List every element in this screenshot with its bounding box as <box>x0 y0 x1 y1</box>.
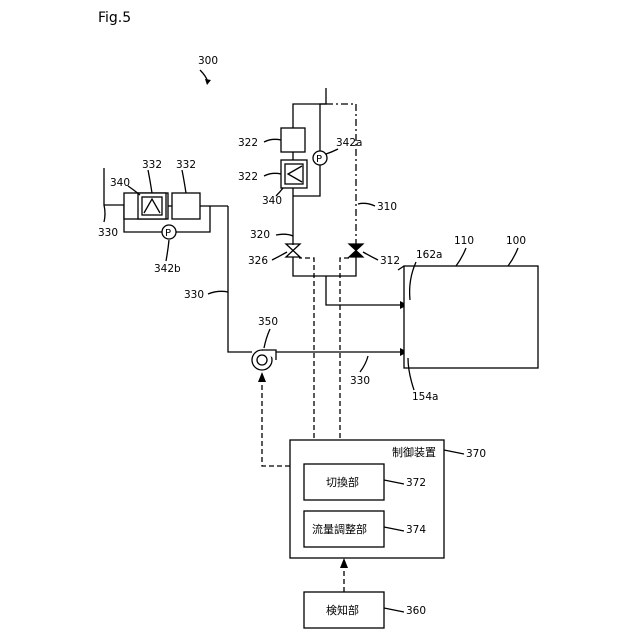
label-322-top: 322 <box>238 137 258 149</box>
line-326-join <box>293 257 356 276</box>
label-360: 360 <box>406 605 426 617</box>
signal-326 <box>299 258 314 438</box>
leader-320 <box>276 234 293 236</box>
leader-312 <box>363 252 378 260</box>
system-leader-arrowhead <box>205 79 211 85</box>
label-372: 372 <box>406 477 426 489</box>
leader-330-bottom <box>360 356 368 372</box>
label-330-left: 330 <box>98 227 118 239</box>
label-322-bottom: 322 <box>238 171 258 183</box>
blower-350-inner <box>257 355 267 365</box>
label-374: 374 <box>406 524 426 536</box>
leader-342b <box>166 240 169 261</box>
figure-title: Fig.5 <box>98 10 131 26</box>
signal-350 <box>262 380 290 466</box>
tank-332 <box>172 193 200 219</box>
valve-326 <box>286 244 300 257</box>
leader-310 <box>358 203 375 206</box>
leader-100 <box>508 248 518 266</box>
leader-330-mid <box>208 291 228 294</box>
label-332-b: 332 <box>176 159 196 171</box>
signal-312 <box>340 258 349 438</box>
system-label: 300 <box>198 55 218 67</box>
leader-342a <box>326 149 338 154</box>
label-350: 350 <box>258 316 278 328</box>
switcher-title: 切換部 <box>326 475 359 489</box>
line-162a-feed <box>326 276 400 305</box>
label-100: 100 <box>506 235 526 247</box>
label-330-bottom: 330 <box>350 375 370 387</box>
label-340-left: 340 <box>110 177 130 189</box>
signal-360-arrowhead <box>340 558 348 568</box>
flowadjuster-title: 流量調整部 <box>312 522 367 536</box>
pump-342b-symbol: P <box>165 228 171 239</box>
detector-title: 検知部 <box>326 603 359 617</box>
valve-312 <box>349 244 363 257</box>
leader-360 <box>384 608 404 612</box>
line-320-top <box>293 88 326 128</box>
label-342a: 342a <box>336 137 362 149</box>
label-326: 326 <box>248 255 268 267</box>
label-110: 110 <box>454 235 474 247</box>
leader-326 <box>272 252 287 260</box>
label-332-a: 332 <box>142 159 162 171</box>
label-330-mid: 330 <box>184 289 204 301</box>
line-310 <box>326 104 356 244</box>
controller-title: 制御装置 <box>392 445 436 459</box>
leader-330-left <box>104 205 105 222</box>
label-310: 310 <box>377 201 397 213</box>
leader-332-a <box>148 170 152 193</box>
line-330-down <box>228 206 252 352</box>
filter-322-top <box>281 128 305 152</box>
label-342b: 342b <box>154 263 181 275</box>
leader-322-top <box>264 139 281 142</box>
leader-350 <box>264 329 270 348</box>
signal-350-arrowhead <box>258 372 266 382</box>
leader-110 <box>456 248 466 266</box>
label-320: 320 <box>250 229 270 241</box>
line-320-bypass-top <box>320 104 326 151</box>
label-340-upper: 340 <box>262 195 282 207</box>
leader-370 <box>444 450 464 454</box>
label-370: 370 <box>466 448 486 460</box>
leader-322-bottom <box>264 173 281 176</box>
leader-332-b <box>182 170 186 193</box>
label-312: 312 <box>380 255 400 267</box>
fuel-cell-100 <box>404 266 538 368</box>
pump-342a-symbol: P <box>316 154 322 165</box>
label-154a: 154a <box>412 391 438 403</box>
label-162a: 162a <box>416 249 442 261</box>
